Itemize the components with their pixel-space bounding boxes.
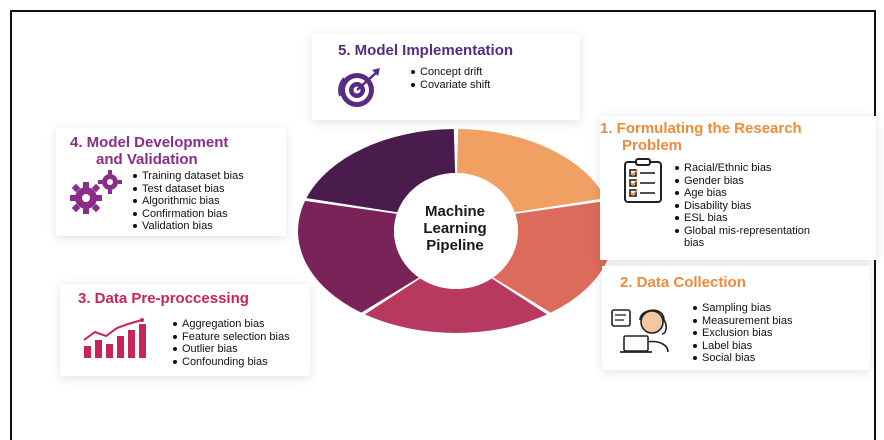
center-label: Machine Learning Pipeline: [423, 203, 487, 254]
list-item: Feature selection bias: [172, 331, 290, 344]
list-item: ESL bias: [674, 212, 810, 225]
stage-title-data-collection: 2. Data Collection: [620, 274, 746, 291]
list-item: Age bias: [674, 187, 810, 200]
stage-title-line: 1. Formulating the Research: [600, 120, 802, 137]
list-item: Sampling bias: [692, 302, 793, 315]
donut-segment-formulating-problem: [456, 129, 606, 213]
list-item: Label bias: [692, 340, 793, 353]
list-item: Aggregation bias: [172, 318, 290, 331]
donut-segment-model-development: [298, 200, 419, 313]
checklist-icon: [624, 158, 662, 203]
stage-list-formulating-problem: Racial/Ethnic bias Gender bias Age bias …: [674, 162, 810, 250]
stage-list-model-development: Training dataset bias Test dataset bias …: [132, 170, 244, 233]
stage-title-line: and Validation: [96, 151, 198, 168]
stage-title-line: Problem: [622, 137, 683, 154]
person-laptop-icon: [611, 309, 669, 353]
list-item: Confirmation bias: [132, 208, 244, 221]
pipeline-donut: [298, 129, 614, 333]
gears-icon: [70, 170, 122, 214]
donut-hole: [394, 173, 518, 289]
list-item: Concept drift: [410, 66, 490, 79]
list-item: Gender bias: [674, 175, 810, 188]
list-item: Validation bias: [132, 220, 244, 233]
list-item: Measurement bias: [692, 315, 793, 328]
stage-title-model-development: 4. Model Development and Validation: [70, 134, 228, 168]
stage-title-formulating-problem: 1. Formulating the Research Problem: [600, 120, 802, 154]
stage-card-model-implementation: 5. Model Implementation Concept drift Co…: [312, 34, 580, 120]
stage-card-data-preprocessing: 3. Data Pre-proccessing Aggregation bias…: [60, 284, 310, 376]
stage-list-data-collection: Sampling bias Measurement bias Exclusion…: [692, 302, 793, 365]
stage-card-data-collection: 2. Data Collection Sampling bias Measure…: [602, 266, 870, 370]
list-item: Racial/Ethnic bias: [674, 162, 810, 175]
stage-card-formulating-problem: 1. Formulating the Research Problem Raci…: [600, 116, 876, 260]
donut-segment-model-implementation: [306, 129, 456, 213]
list-item-text: bias: [684, 237, 705, 249]
stage-card-model-development: 4. Model Development and Validation Trai…: [56, 128, 286, 236]
list-item: Social bias: [692, 352, 793, 365]
list-item: Exclusion bias: [692, 327, 793, 340]
stage-list-model-implementation: Concept drift Covariate shift: [410, 66, 490, 91]
list-item: Training dataset bias: [132, 170, 244, 183]
list-item-continuation: bias: [674, 237, 810, 250]
stage-title-data-preprocessing: 3. Data Pre-proccessing: [78, 290, 249, 307]
stage-title-model-implementation: 5. Model Implementation: [338, 42, 514, 59]
list-item: Algorithmic bias: [132, 195, 244, 208]
list-item: Outlier bias: [172, 343, 290, 356]
donut-segment-data-preprocessing: [364, 278, 548, 333]
stage-title-line: 4. Model Development: [70, 134, 229, 151]
list-item: Global mis-representation: [674, 225, 810, 238]
bar-chart-icon: [83, 318, 146, 358]
target-icon: [338, 68, 380, 107]
list-item: Covariate shift: [410, 79, 490, 92]
list-item: Confounding bias: [172, 356, 290, 369]
list-item: Test dataset bias: [132, 183, 244, 196]
stage-list-data-preprocessing: Aggregation bias Feature selection bias …: [172, 318, 290, 368]
list-item: Disability bias: [674, 200, 810, 213]
donut-segment-data-collection: [493, 200, 614, 313]
